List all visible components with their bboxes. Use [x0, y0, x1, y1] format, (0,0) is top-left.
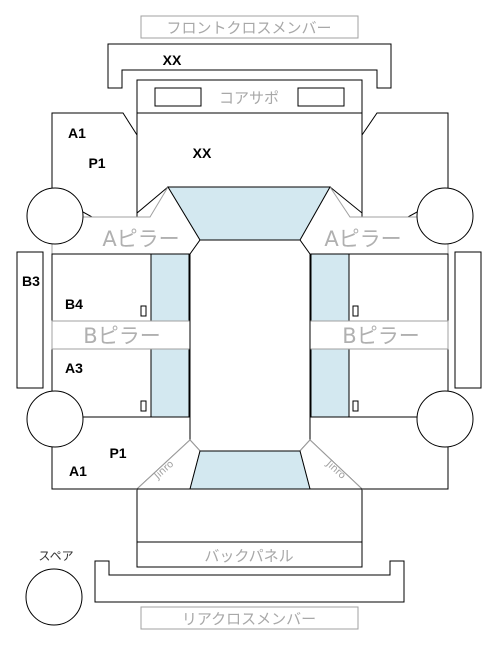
- rear-left-quarter-p-mark: P1: [109, 445, 126, 461]
- core-support-label: コアサポ: [219, 89, 279, 107]
- back-panel-box: [136, 541, 363, 568]
- rear-right-wheel: [416, 390, 474, 448]
- b-pillar-left-label: Bピラー: [83, 324, 160, 348]
- trunk: [136, 488, 363, 543]
- door-handle: [140, 305, 147, 317]
- b-pillar-right-label: Bピラー: [342, 324, 419, 348]
- core-support-right-block: [297, 87, 345, 107]
- front-left-fender-a-mark: A1: [68, 125, 86, 141]
- rear-cross-member-box: [140, 606, 359, 630]
- core-support-left-block: [154, 87, 202, 107]
- front-door-left-mark: A3: [65, 360, 83, 376]
- rear-cross-member-label: リアクロスメンバー: [182, 610, 316, 628]
- rocker-left-mark: B3: [22, 273, 40, 289]
- rear-bumper-bracket: [94, 560, 405, 603]
- rocker-left: [16, 251, 44, 389]
- front-left-fender-p-mark: P1: [88, 155, 105, 171]
- rear-left-wheel: [26, 390, 84, 448]
- rear-door-left-mark: B4: [65, 296, 83, 312]
- a-pillar-left-label: Aピラー: [102, 227, 179, 251]
- spare-tire: [25, 568, 83, 626]
- front-left-wheel: [26, 187, 84, 245]
- front-bumper-bracket: [107, 43, 392, 89]
- roof: [189, 239, 311, 452]
- door-handle: [140, 400, 147, 412]
- hood-mark: XX: [193, 145, 212, 161]
- rocker-right: [454, 251, 482, 389]
- front-cross-member-label: フロントクロスメンバー: [166, 19, 331, 37]
- rear-door-right: [348, 253, 449, 322]
- door-handle: [352, 400, 359, 412]
- spare-label: スペア: [38, 549, 73, 563]
- front-right-wheel: [416, 187, 474, 245]
- front-member-mark: XX: [163, 52, 182, 68]
- back-panel-label: バックパネル: [204, 547, 293, 565]
- front-cross-member-box: [140, 15, 359, 39]
- rear-door-left: [51, 253, 152, 322]
- b-pillar-left: [51, 320, 191, 350]
- door-handle: [352, 305, 359, 317]
- rear-left-quarter-a-mark: A1: [69, 463, 87, 479]
- rear-window: [189, 450, 311, 490]
- a-pillar-right-label: Aピラー: [324, 227, 401, 251]
